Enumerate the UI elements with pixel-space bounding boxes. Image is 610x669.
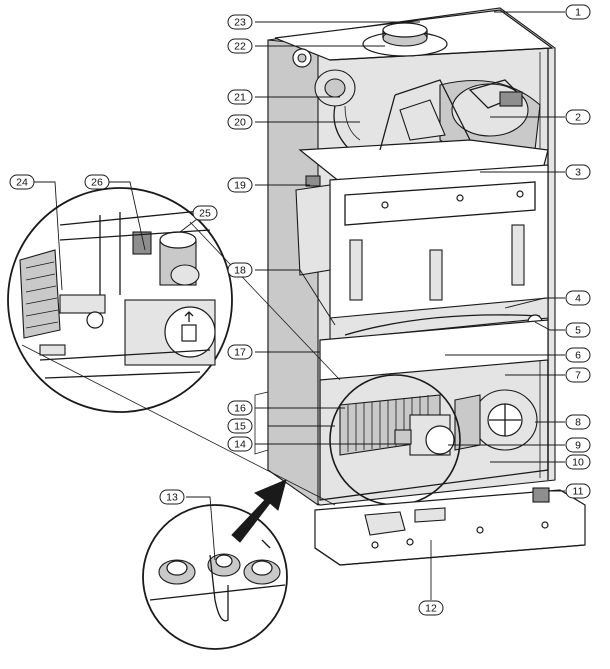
callout-14: 14: [227, 436, 253, 452]
callout-number: 16: [234, 403, 246, 415]
callout-1: 1: [565, 4, 591, 20]
callout-number: 13: [166, 492, 178, 504]
callout-number: 5: [575, 325, 581, 337]
electrode-cover: [295, 175, 331, 276]
direction-arrow: [231, 479, 287, 543]
lower-frame: [319, 319, 549, 501]
callout-16: 16: [227, 400, 253, 416]
callout-number: 4: [575, 293, 581, 305]
callout-number: 26: [91, 177, 103, 189]
callout-number: 8: [575, 417, 581, 429]
callout-2: 2: [565, 109, 591, 125]
detail-inset-gas-valve: [7, 187, 233, 413]
callout-bubble: [227, 14, 253, 30]
callout-number: 10: [572, 457, 584, 469]
callout-number: 1: [575, 7, 581, 19]
callout-13: 13: [159, 489, 185, 505]
callout-22: 22: [227, 38, 253, 54]
callout-bubble: [565, 322, 591, 338]
detail-inset-connections: [142, 504, 288, 650]
callout-25: 25: [192, 205, 218, 221]
flue-outlet: [362, 22, 448, 57]
callout-bubble: [565, 454, 591, 470]
callout-bubble: [565, 109, 591, 125]
callout-26: 26: [84, 174, 110, 190]
callout-bubble: [227, 436, 253, 452]
callout-bubble: [192, 205, 218, 221]
leader-lines: [22, 11, 565, 600]
callout-number: 7: [575, 370, 581, 382]
callout-bubble: [159, 489, 185, 505]
callout-bubble: [227, 344, 253, 360]
callout-19: 19: [227, 177, 253, 193]
callout-3: 3: [565, 164, 591, 180]
callout-number: 12: [425, 603, 437, 615]
callout-bubble: [9, 174, 35, 190]
callout-bubble: [84, 174, 110, 190]
callout-bubble: [565, 367, 591, 383]
callout-number: 2: [575, 112, 581, 124]
callout-bubble: [227, 177, 253, 193]
burner: [329, 297, 549, 341]
callout-21: 21: [227, 89, 253, 105]
callout-number: 9: [575, 440, 581, 452]
callout-number: 21: [234, 92, 246, 104]
callout-number: 25: [199, 208, 211, 220]
callout-4: 4: [565, 290, 591, 306]
callout-9: 9: [565, 437, 591, 453]
callout-bubble: [227, 89, 253, 105]
callout-number: 23: [234, 17, 246, 29]
callout-bubble: [565, 483, 591, 499]
callout-bubble: [227, 400, 253, 416]
side-panel-15: [254, 391, 269, 455]
callout-number: 15: [234, 421, 246, 433]
callout-6: 6: [565, 347, 591, 363]
callout-number: 18: [234, 265, 246, 277]
callout-number: 20: [234, 117, 246, 129]
callout-18: 18: [227, 262, 253, 278]
callout-bubble: [565, 414, 591, 430]
callout-number: 6: [575, 350, 581, 362]
callout-bubble: [565, 164, 591, 180]
callout-number: 3: [575, 167, 581, 179]
control-panel: [314, 487, 586, 566]
callout-number: 14: [234, 439, 246, 451]
callout-5: 5: [565, 322, 591, 338]
callout-10: 10: [565, 454, 591, 470]
pump: [454, 389, 538, 451]
callout-11: 11: [565, 483, 591, 499]
callout-bubble: [565, 4, 591, 20]
gas-valve: [394, 414, 455, 456]
callout-bubble: [227, 38, 253, 54]
callout-bubble: [565, 290, 591, 306]
callout-bubble: [565, 437, 591, 453]
callout-number: 11: [573, 486, 584, 498]
callout-8: 8: [565, 414, 591, 430]
callout-bubble: [418, 600, 444, 616]
callout-bubble: [227, 114, 253, 130]
callout-bubble: [227, 262, 253, 278]
fan-assembly: [439, 79, 541, 157]
callout-23: 23: [227, 14, 253, 30]
callout-bubble: [227, 418, 253, 434]
callout-12: 12: [418, 600, 444, 616]
callout-number: 22: [234, 41, 246, 53]
combustion-chamber: [329, 164, 549, 321]
callout-number: 19: [234, 180, 246, 192]
callout-7: 7: [565, 367, 591, 383]
callout-17: 17: [227, 344, 253, 360]
callout-bubble: [565, 347, 591, 363]
callout-number: 24: [16, 177, 28, 189]
callout-layer: 1234567891011121314151617181920212223242…: [9, 4, 591, 616]
callout-24: 24: [9, 174, 35, 190]
callout-15: 15: [227, 418, 253, 434]
callout-number: 17: [234, 347, 246, 359]
callout-20: 20: [227, 114, 253, 130]
inset-connector-lines: [21, 221, 341, 506]
